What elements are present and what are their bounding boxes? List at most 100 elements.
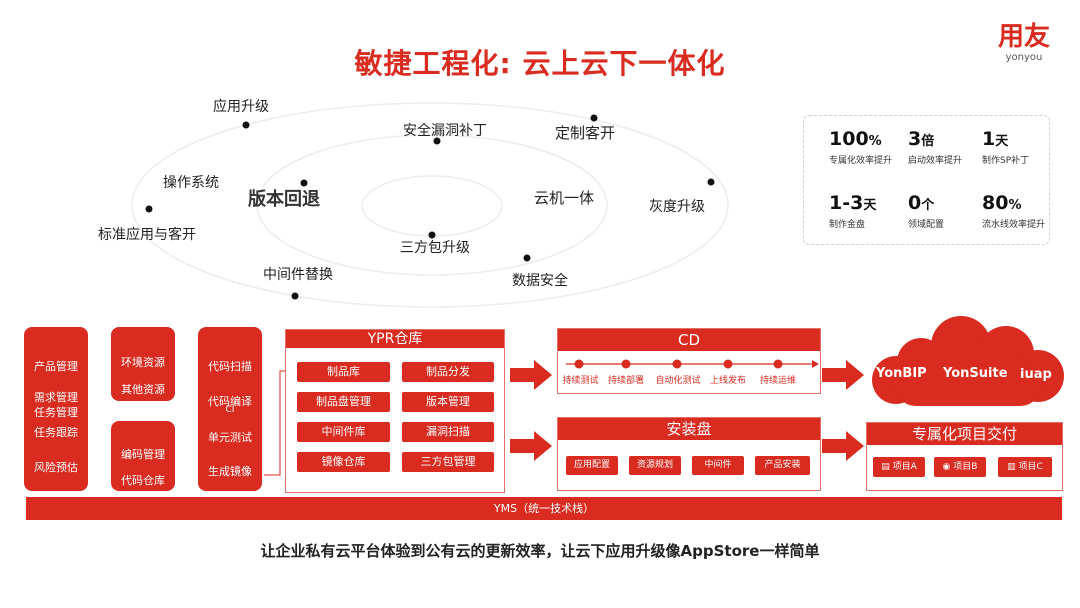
delivery-item: ▥ 项目C — [998, 457, 1052, 477]
left-item-risk: 风险预估 — [34, 461, 78, 474]
footer-slogan: 让企业私有云平台体验到公有云的更新效率，让云下应用升级像AppStore一样简单 — [260, 542, 820, 560]
delivery-panel: 专属化项目交付 ▤ 项目A ◉ 项目B ▥ 项目C — [866, 422, 1063, 491]
orbit-diagram — [131, 102, 729, 308]
stat-item: 3倍 启动效率提升 — [908, 128, 988, 166]
stat-item: 100% 专属化效率提升 — [829, 128, 909, 166]
cd-to-cloud-arrow — [822, 360, 864, 390]
install-item: 产品安装 — [755, 456, 810, 475]
chart-icon: ▥ — [1007, 462, 1019, 472]
cloud-shape — [872, 316, 1064, 406]
environment-box: 环境资源 其他资源 — [111, 327, 175, 401]
ypr-panel: YPR仓库 制品库 制品分发 制品盘管理 版本管理 中间件库 漏洞扫描 镜像仓库… — [285, 329, 505, 493]
orbit-label-data-security: 数据安全 — [512, 273, 568, 289]
ypr-to-install-arrow — [510, 431, 552, 461]
left-item-product: 产品管理 — [34, 360, 78, 373]
cd-step-dot — [773, 359, 783, 369]
stat-value: 0个 — [908, 192, 935, 214]
delivery-item: ▤ 项目A — [873, 457, 925, 477]
page-title: 敏捷工程化: 云上云下一体化 — [354, 47, 726, 80]
stat-label: 流水线效率提升 — [982, 220, 1046, 230]
ci-item: 代码扫描 — [208, 360, 252, 373]
stat-item: 1-3天 制作金盘 — [829, 192, 909, 230]
orbit-dot — [300, 179, 308, 187]
env-item: 其他资源 — [121, 383, 165, 396]
cd-pipeline — [566, 359, 819, 369]
stat-item: 1天 制作SP补丁 — [982, 128, 1062, 166]
ci-tag: CI — [225, 405, 235, 415]
code-item: 代码仓库 — [121, 474, 165, 487]
cd-title: CD — [558, 329, 820, 351]
install-title: 安装盘 — [558, 418, 820, 440]
stat-label: 专属化效率提升 — [829, 156, 893, 166]
cd-panel: CD 持续测试 持续部署 自动化测试 上线发布 持续运维 — [557, 328, 821, 394]
code-item: 编码管理 — [121, 448, 165, 461]
ypr-to-cd-arrow — [510, 360, 552, 390]
left-item-task: 任务管理 — [34, 406, 78, 419]
cd-step-label: 持续运维 — [759, 376, 796, 386]
cd-step-label: 持续部署 — [607, 376, 644, 386]
ypr-item: 三方包管理 — [402, 452, 494, 472]
delivery-title: 专属化项目交付 — [867, 423, 1062, 445]
ypr-item: 制品盘管理 — [297, 392, 390, 412]
cloud-item-yonbip: YonBIP — [876, 366, 927, 381]
stat-value: 80% — [982, 192, 1022, 214]
ypr-item: 制品分发 — [402, 362, 494, 382]
orbit-label-rollback: 版本回退 — [248, 189, 320, 210]
ypr-item: 漏洞扫描 — [402, 422, 494, 442]
code-management-box: 编码管理 代码仓库 — [111, 421, 175, 491]
left-item-requirement: 需求管理 — [34, 391, 78, 404]
chat-icon: ◉ — [942, 462, 954, 472]
project-icon: ▤ — [881, 462, 893, 472]
ci-item: 单元测试 — [208, 431, 252, 444]
orbit-dot — [242, 121, 250, 129]
stat-value: 100% — [829, 128, 882, 150]
outer-orbit — [131, 102, 729, 308]
left-item-tracking: 任务跟踪 — [34, 426, 78, 439]
yonyou-logo: 用友 yonyou — [993, 22, 1055, 64]
ci-item: 生成镜像 — [208, 465, 252, 478]
orbit-dot — [433, 137, 441, 145]
orbit-dot — [145, 205, 153, 213]
yms-bar: YMS（统一技术栈） — [26, 497, 1062, 520]
product-management-box: 产品管理 需求管理 任务管理 任务跟踪 风险预估 — [24, 327, 88, 491]
ypr-item: 中间件库 — [297, 422, 390, 442]
orbit-dot — [590, 114, 598, 122]
cd-step-dot — [574, 359, 584, 369]
stat-item: 80% 流水线效率提升 — [982, 192, 1062, 230]
ypr-item: 版本管理 — [402, 392, 494, 412]
install-item: 中间件 — [692, 456, 744, 475]
install-panel: 安装盘 应用配置 资源规划 中间件 产品安装 — [557, 417, 821, 491]
ypr-item: 镜像仓库 — [297, 452, 390, 472]
orbit-label-custom-dev: 定制客开 — [555, 124, 616, 142]
orbit-label-app-upgrade: 应用升级 — [213, 99, 269, 115]
middle-orbit — [256, 134, 608, 276]
orbit-label-os: 操作系统 — [163, 175, 219, 191]
orbit-dot — [523, 254, 531, 262]
install-to-delivery-arrow — [822, 431, 864, 461]
orbit-dot — [428, 231, 436, 239]
orbit-label-security-patch: 安全漏洞补丁 — [403, 123, 487, 139]
orbit-label-standard-app: 标准应用与客开 — [98, 227, 196, 243]
install-item: 资源规划 — [629, 456, 681, 475]
logo-sub-text: yonyou — [1005, 52, 1043, 63]
cd-step-dot — [723, 359, 733, 369]
orbit-label-gray-release: 灰度升级 — [649, 199, 705, 215]
cloud-item-iuap: iuap — [1020, 367, 1052, 382]
ci-box: 代码扫描 代码编译 CI 单元测试 生成镜像 — [198, 327, 262, 491]
ypr-title: YPR仓库 — [286, 330, 504, 348]
stat-label: 制作SP补丁 — [982, 156, 1030, 166]
logo-main-text: 用友 — [997, 22, 1050, 52]
orbit-label-middleware: 中间件替换 — [263, 267, 333, 283]
inner-orbit — [361, 175, 503, 237]
stat-item: 0个 领域配置 — [908, 192, 988, 230]
install-item: 应用配置 — [566, 456, 618, 475]
stat-label: 领域配置 — [908, 220, 945, 230]
stat-label: 制作金盘 — [829, 220, 866, 230]
stat-label: 启动效率提升 — [908, 156, 963, 166]
ypr-item: 制品库 — [297, 362, 390, 382]
delivery-item: ◉ 项目B — [934, 457, 986, 477]
orbit-dot — [707, 178, 715, 186]
env-item: 环境资源 — [121, 356, 165, 369]
orbit-label-third-party: 三方包升级 — [400, 240, 470, 256]
orbit-dot — [291, 292, 299, 300]
